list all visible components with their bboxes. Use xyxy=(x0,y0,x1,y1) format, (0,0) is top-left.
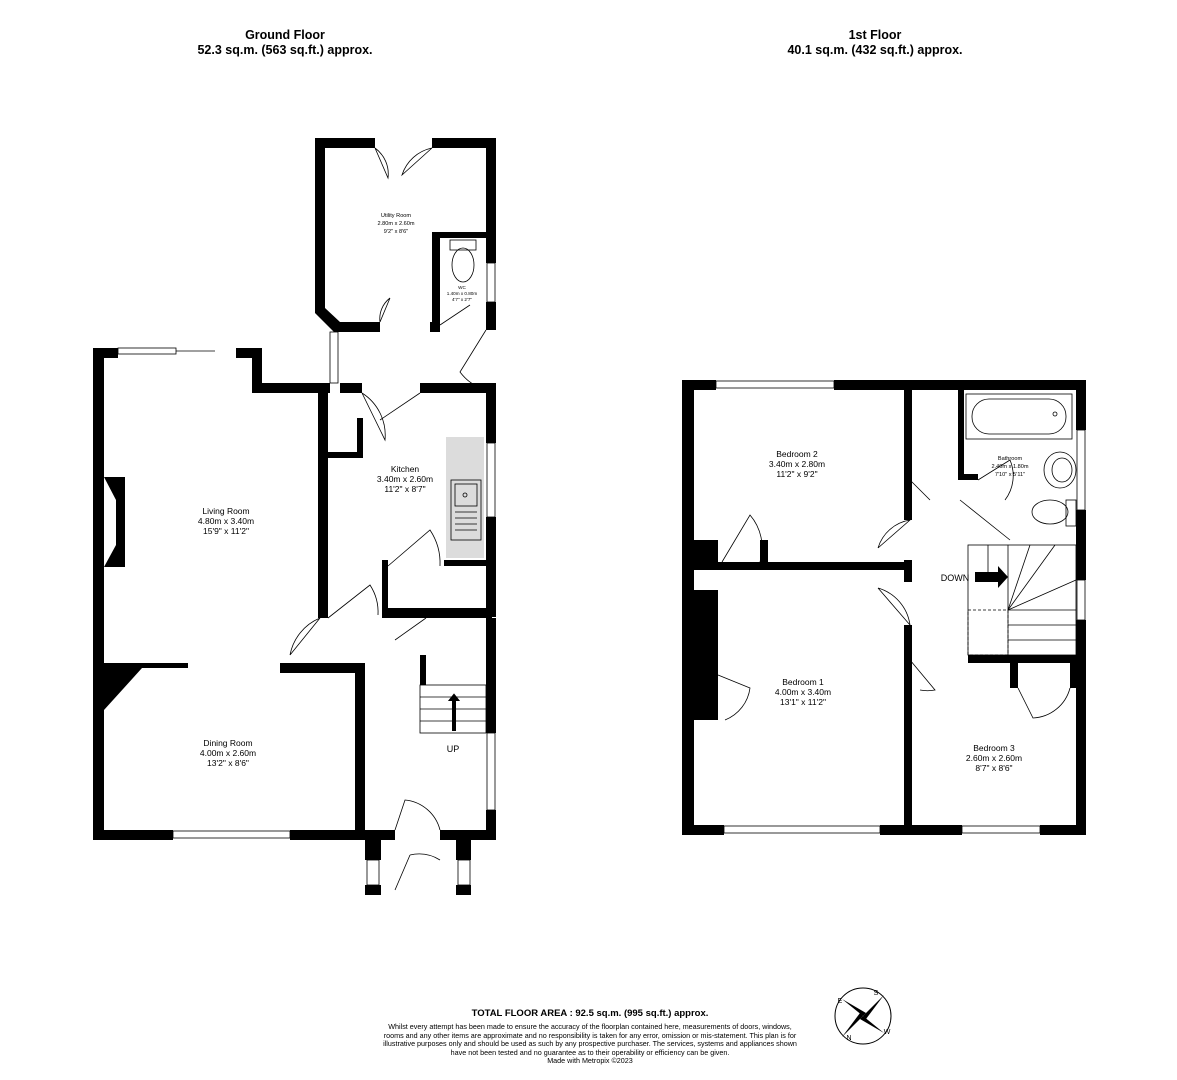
disclaimer-text: Whilst every attempt has been made to en… xyxy=(383,1022,797,1057)
bedroom-1-imperial: 13'1" x 11'2" xyxy=(780,697,826,707)
dining-room-name: Dining Room xyxy=(203,738,252,748)
ground-floor-name: Ground Floor xyxy=(245,28,325,42)
total-floor-area: TOTAL FLOOR AREA : 92.5 sq.m. (995 sq.ft… xyxy=(471,1008,709,1019)
utility-room-name: Utility Room xyxy=(381,213,411,219)
stairs-up-arrow-icon xyxy=(447,693,461,731)
compass-south: S xyxy=(874,990,879,997)
bedroom-3-imperial: 8'7" x 8'6" xyxy=(975,763,1012,773)
bathroom-metric: 2.40m x 1.80m xyxy=(992,464,1029,470)
wc-metric: 1.40m x 0.80m xyxy=(447,291,478,296)
first-floor-walls xyxy=(682,380,1086,835)
stairs-down-arrow-icon xyxy=(975,566,1008,588)
bedroom-3-name: Bedroom 3 xyxy=(973,743,1015,753)
compass-north: N xyxy=(846,1035,851,1042)
stairs-down-label: DOWN xyxy=(941,573,970,583)
living-room-imperial: 15'9" x 11'2" xyxy=(203,526,249,536)
compass-icon: S N E W xyxy=(834,987,892,1045)
bedroom-2-name: Bedroom 2 xyxy=(776,449,818,459)
first-floor-area: 40.1 sq.m. (432 sq.ft.) approx. xyxy=(787,43,963,57)
kitchen-worktop xyxy=(446,437,484,558)
bathroom-imperial: 7'10" x 5'11" xyxy=(995,472,1025,478)
utility-room-metric: 2.80m x 2.60m xyxy=(378,221,415,227)
ground-floor-title: Ground Floor 52.3 sq.m. (563 sq.ft.) app… xyxy=(160,28,410,58)
first-floor-details xyxy=(715,380,1086,834)
ground-floor-walls xyxy=(93,138,496,895)
bedroom-1-metric: 4.00m x 3.40m xyxy=(775,687,831,697)
bathroom-name: Bathroom xyxy=(998,456,1023,462)
ground-floor-room-labels: Utility Room 2.80m x 2.60m 9'2" x 8'6" W… xyxy=(198,213,477,768)
first-floor-name: 1st Floor xyxy=(848,28,902,42)
made-with-credit: Made with Metropix ©2023 xyxy=(547,1056,633,1066)
compass-east: E xyxy=(838,998,843,1005)
ground-floor-details xyxy=(117,147,496,891)
footer: TOTAL FLOOR AREA : 92.5 sq.m. (995 sq.ft… xyxy=(380,1008,800,1066)
first-floor-title: 1st Floor 40.1 sq.m. (432 sq.ft.) approx… xyxy=(750,28,1000,58)
wc-imperial: 4'7" x 2'7" xyxy=(452,297,472,302)
wc-name: WC xyxy=(458,285,466,290)
bedroom-2-imperial: 11'2" x 9'2" xyxy=(776,469,817,479)
compass-west: W xyxy=(884,1029,891,1036)
ground-floor-area: 52.3 sq.m. (563 sq.ft.) approx. xyxy=(197,43,373,57)
dining-room-imperial: 13'2" x 8'6" xyxy=(207,758,249,768)
bedroom-2-metric: 3.40m x 2.80m xyxy=(769,459,825,469)
bedroom-1-name: Bedroom 1 xyxy=(782,677,824,687)
living-room-name: Living Room xyxy=(202,506,249,516)
first-floor-room-labels: Bedroom 2 3.40m x 2.80m 11'2" x 9'2" Bat… xyxy=(769,449,1029,773)
dining-room-metric: 4.00m x 2.60m xyxy=(200,748,256,758)
bedroom-3-metric: 2.60m x 2.60m xyxy=(966,753,1022,763)
stairs-up-label: UP xyxy=(447,744,460,754)
kitchen-imperial: 11'2" x 8'7" xyxy=(384,484,425,494)
kitchen-metric: 3.40m x 2.60m xyxy=(377,474,433,484)
utility-room-imperial: 9'2" x 8'6" xyxy=(384,229,408,235)
kitchen-name: Kitchen xyxy=(391,464,420,474)
living-room-metric: 4.80m x 3.40m xyxy=(198,516,254,526)
